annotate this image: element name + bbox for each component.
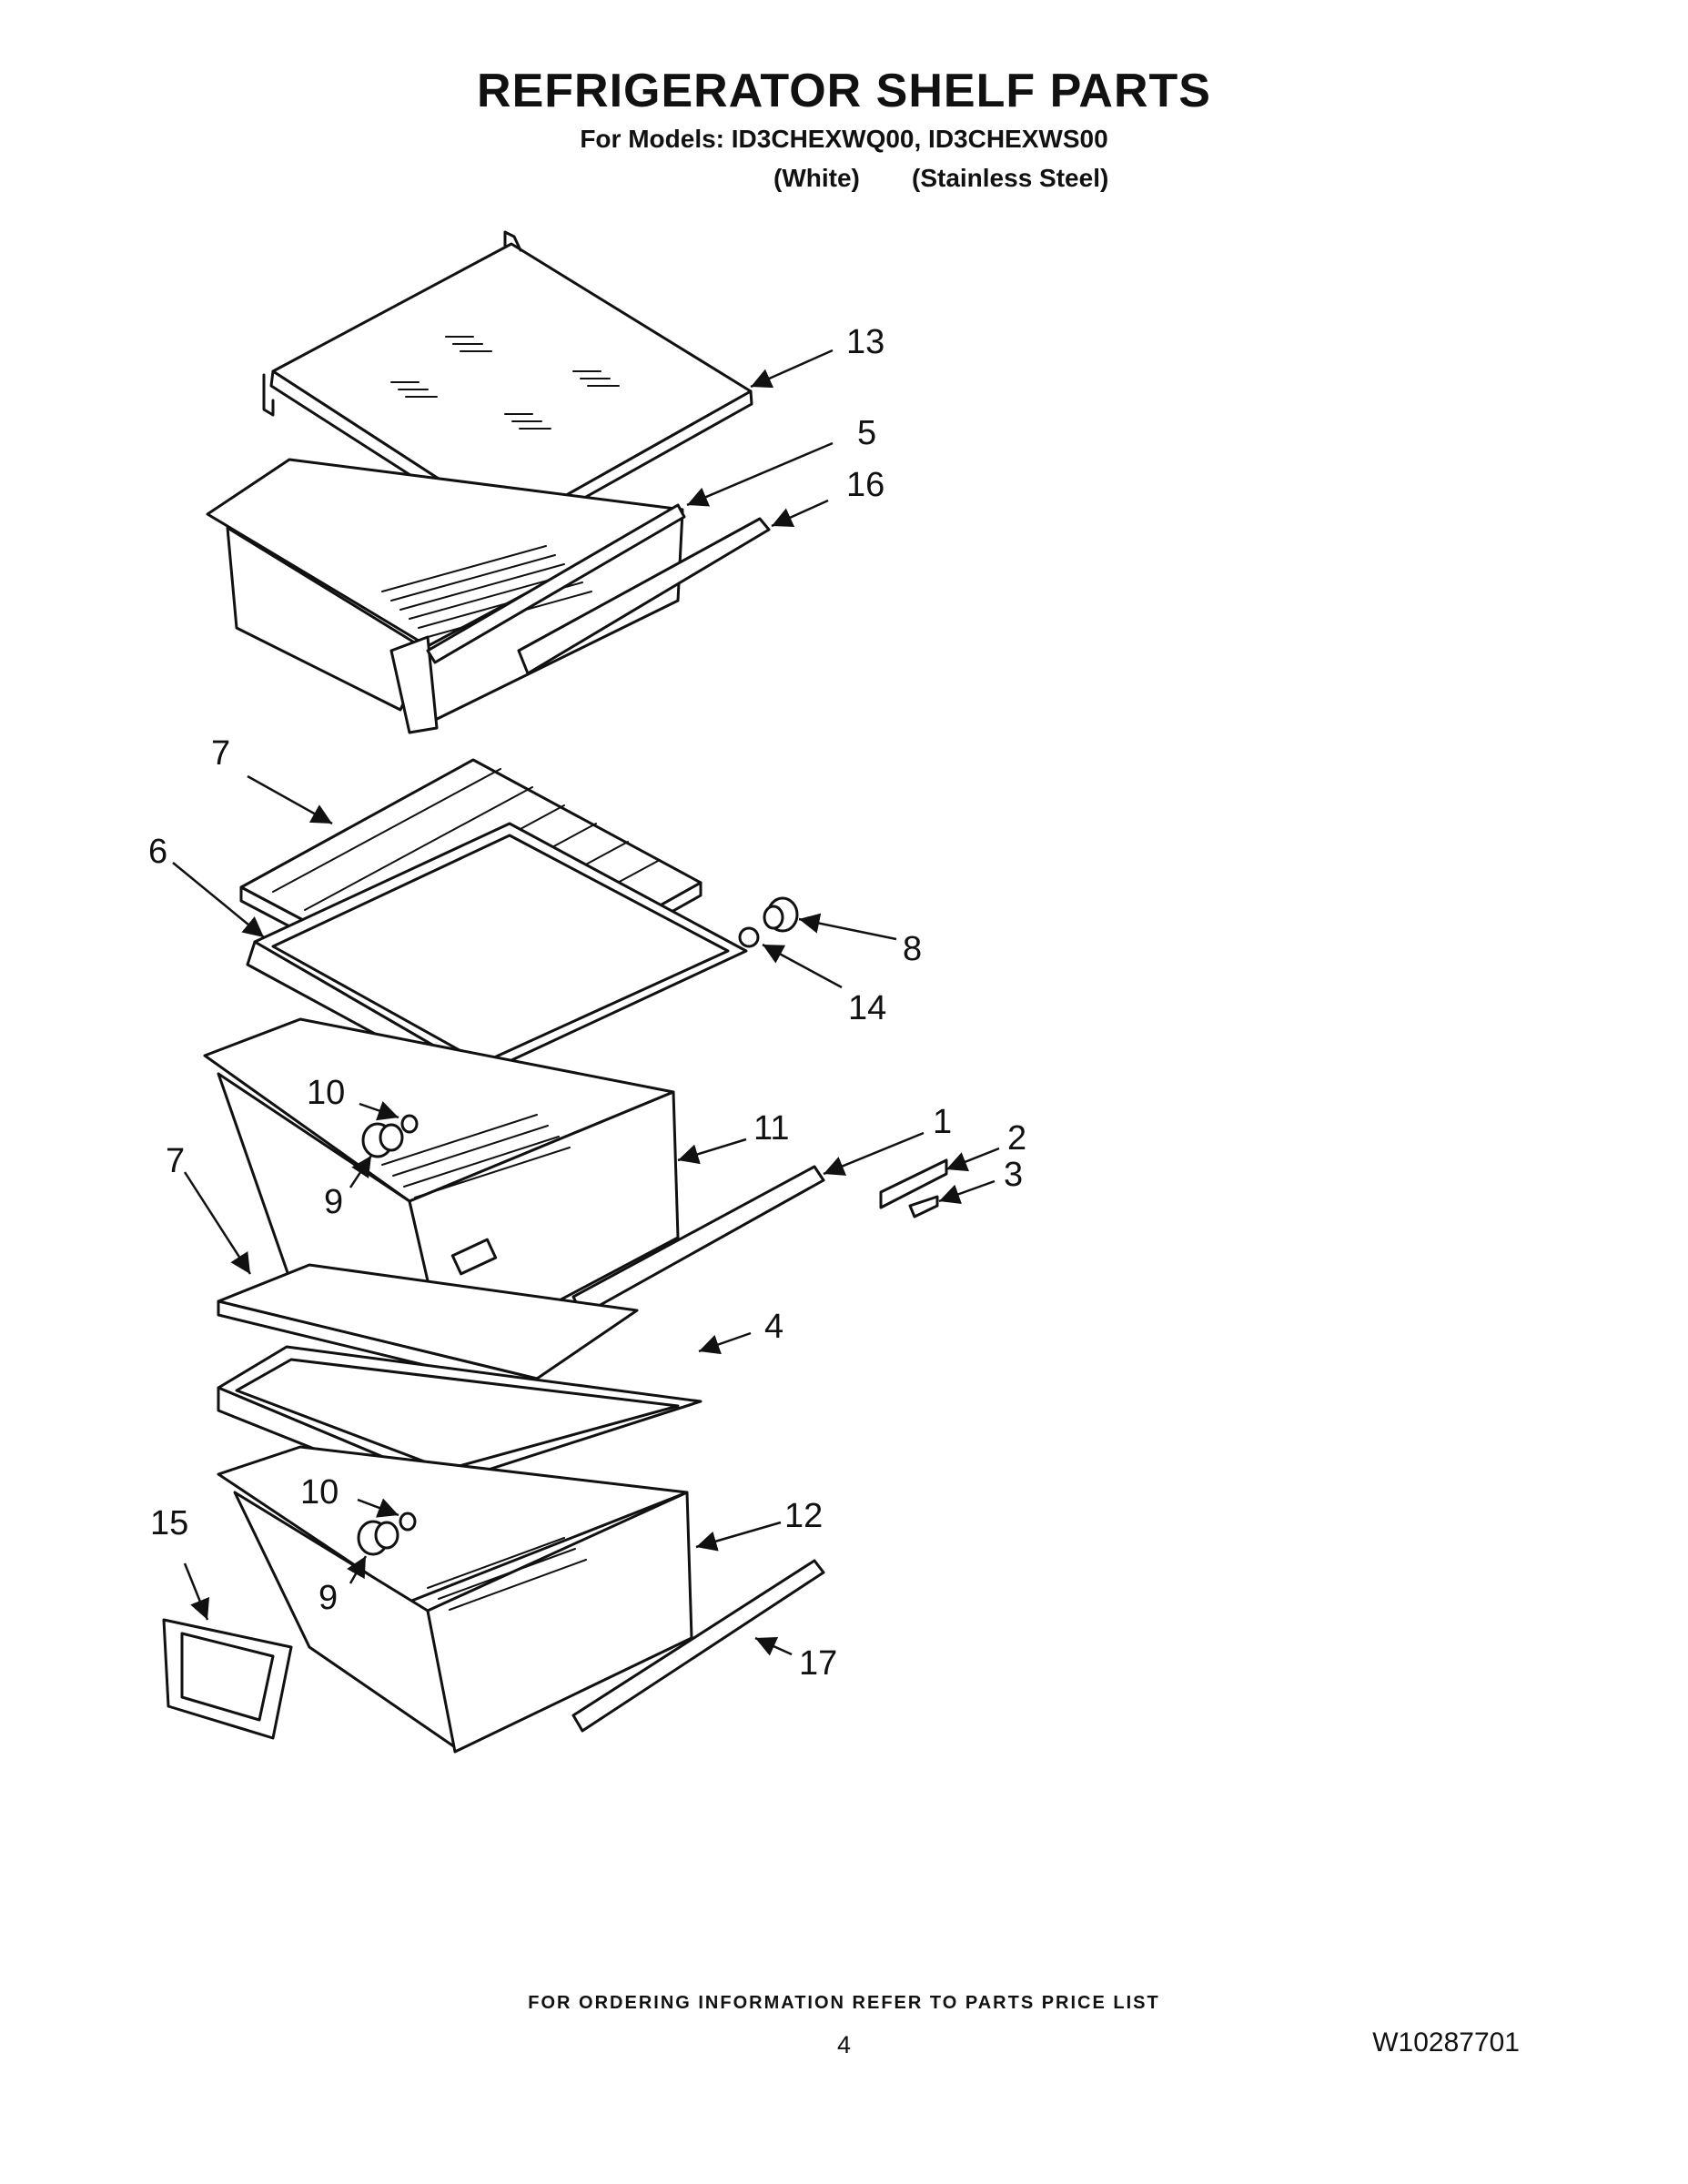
top-crisper-drawer xyxy=(206,458,684,734)
part-17-trim xyxy=(571,1559,825,1733)
part-9-wheel-bottom xyxy=(357,1520,399,1556)
callout-6: 6 xyxy=(148,833,167,871)
callout-14: 14 xyxy=(848,989,886,1027)
callout-8: 8 xyxy=(903,930,922,968)
callout-15: 15 xyxy=(150,1504,188,1542)
part-12-bottom-drawer xyxy=(217,1445,693,1754)
callout-11: 11 xyxy=(753,1109,789,1148)
ordering-note: FOR ORDERING INFORMATION REFER TO PARTS … xyxy=(528,1993,1160,2013)
callout-2: 2 xyxy=(1007,1119,1026,1158)
callout-16: 16 xyxy=(846,466,884,504)
model-list: For Models: ID3CHEXWQ00, ID3CHEXWS00 xyxy=(580,125,1108,153)
callout-10-middle: 10 xyxy=(307,1074,345,1112)
variant-white-label: (White) xyxy=(773,164,860,192)
callout-13: 13 xyxy=(846,323,884,361)
part-3-clip xyxy=(908,1195,939,1218)
part-8-wheel xyxy=(763,896,799,933)
part-5-drawer-handle xyxy=(426,503,686,664)
part-10-screw-bottom xyxy=(399,1512,417,1532)
callout-12: 12 xyxy=(784,1497,823,1535)
callout-1: 1 xyxy=(933,1103,952,1141)
callout-9-middle: 9 xyxy=(324,1183,343,1221)
callout-10-bottom: 10 xyxy=(300,1473,339,1512)
callout-7-top: 7 xyxy=(211,734,230,773)
page-number: 4 xyxy=(836,2031,852,2058)
part-10-screw-middle xyxy=(400,1114,419,1134)
callout-7-lower: 7 xyxy=(166,1142,185,1180)
variant-stainless-label: (Stainless Steel) xyxy=(912,164,1109,192)
callout-4: 4 xyxy=(764,1308,783,1346)
callout-3: 3 xyxy=(1004,1156,1023,1194)
callout-9-bottom: 9 xyxy=(318,1579,338,1617)
part-14-screw xyxy=(738,926,760,948)
part-16-trim xyxy=(517,517,771,675)
part-15-label-insert xyxy=(162,1618,293,1740)
callout-17: 17 xyxy=(799,1644,837,1683)
callout-5: 5 xyxy=(857,414,876,452)
part-2-bracket xyxy=(879,1158,948,1209)
document-number: W10287701 xyxy=(1372,2027,1520,2058)
page-title: REFRIGERATOR SHELF PARTS xyxy=(477,65,1211,117)
part-9-wheel-middle xyxy=(361,1122,404,1158)
